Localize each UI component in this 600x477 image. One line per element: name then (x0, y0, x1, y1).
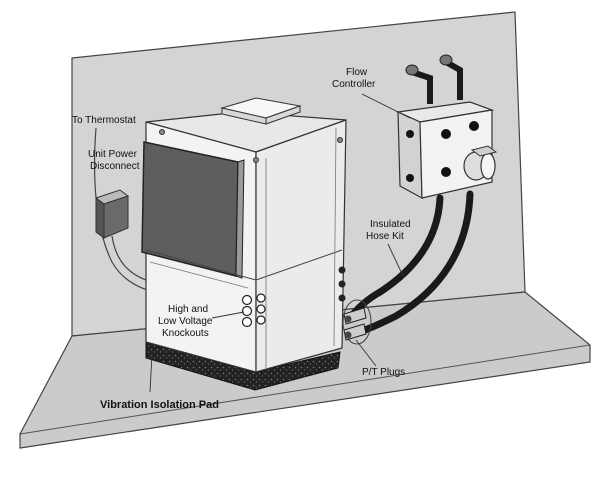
unit-screw (337, 137, 343, 143)
pump-motor (463, 145, 498, 181)
label-to-thermostat: To Thermostat (72, 115, 136, 126)
wall-penetration (405, 64, 419, 76)
leader-flow-controller (361, 93, 411, 119)
voltage-knockouts (241, 293, 266, 328)
side-panel-seam (255, 249, 343, 281)
corner-seam-2 (333, 127, 337, 347)
pt-plugs (342, 299, 372, 345)
return-pipe-up (444, 59, 463, 100)
floor-edge (19, 344, 591, 435)
label-vibration-pad: Vibration Isolation Pad (100, 399, 219, 411)
unit-side (255, 119, 347, 373)
insulated-hose-supply (346, 194, 444, 322)
label-unit-power-1: Unit Power (88, 149, 138, 160)
supply-pipe-up (411, 69, 433, 104)
label-hose-1: Insulated (370, 219, 411, 230)
power-disconnect-box (94, 189, 130, 239)
label-unit-power-2: Disconnect (90, 161, 140, 172)
leader-hose-kit (387, 243, 405, 279)
label-flow-2: Controller (332, 79, 376, 90)
label-knockouts-2: Low Voltage (158, 316, 213, 327)
leader-knockouts (211, 311, 245, 319)
air-grille-frame (235, 159, 245, 279)
label-flow-1: Flow (346, 67, 368, 78)
wall-penetration (439, 54, 453, 66)
label-hose-2: Hose Kit (366, 231, 404, 242)
unit-top-panel-side (221, 105, 301, 125)
leader-vibration-pad (149, 353, 153, 393)
leader-pt-plugs (355, 339, 377, 367)
front-panel-seam-2 (149, 261, 249, 289)
unit-screw (253, 157, 259, 163)
air-grille (141, 141, 239, 277)
front-panel-seam (145, 249, 257, 281)
unit-screw (159, 129, 165, 135)
side-ports (338, 266, 346, 302)
label-knockouts-1: High and (168, 304, 208, 315)
insulated-hose-return (350, 190, 474, 338)
label-pt-plugs: P/T Plugs (362, 367, 405, 378)
label-knockouts-3: Knockouts (162, 328, 209, 339)
